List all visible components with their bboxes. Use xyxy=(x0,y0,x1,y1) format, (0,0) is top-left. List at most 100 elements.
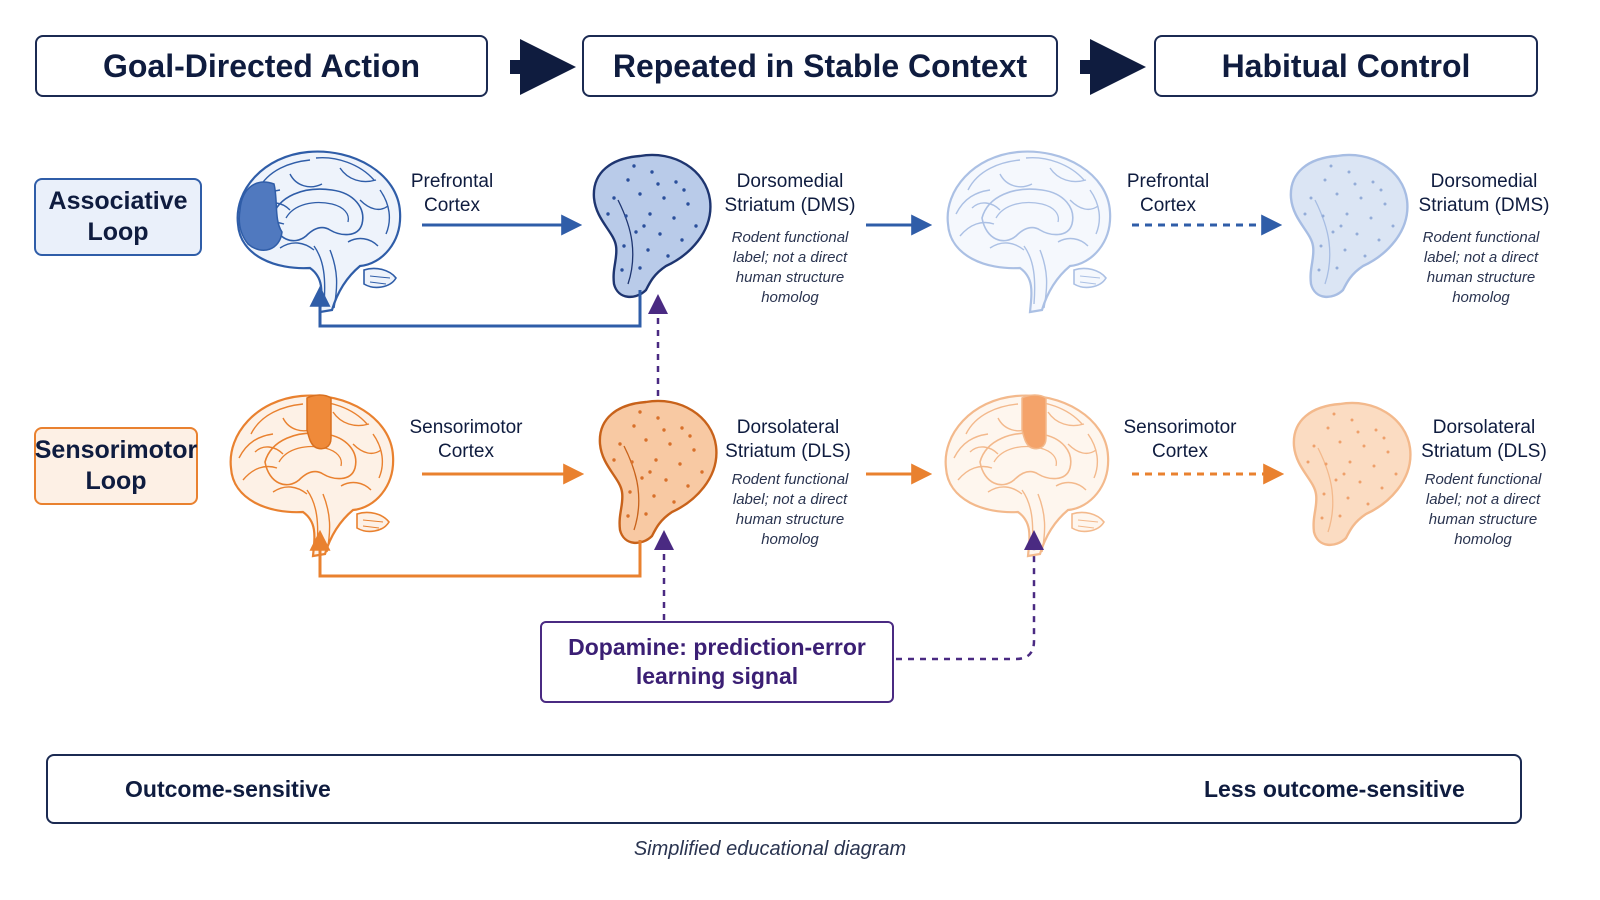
texture-dot xyxy=(686,484,690,488)
dopamine-line: learning signal xyxy=(635,663,799,689)
label-line: Sensorimotor xyxy=(1123,417,1237,438)
texture-dot xyxy=(652,494,656,498)
note-line: human structure xyxy=(1426,269,1536,286)
texture-dot xyxy=(1342,472,1346,476)
label-line: Cortex xyxy=(1140,195,1196,216)
label-prefrontal-cortex-habit: Prefrontal Cortex xyxy=(1108,170,1228,218)
texture-dot xyxy=(674,180,678,184)
label-sensorimotor-cortex: Sensorimotor Cortex xyxy=(398,416,534,464)
texture-dot xyxy=(1346,496,1350,500)
texture-dot xyxy=(632,164,636,168)
texture-dot xyxy=(1343,248,1347,252)
texture-dot xyxy=(654,458,658,462)
striatum-dls-active-icon xyxy=(598,399,718,545)
texture-dot xyxy=(688,434,692,438)
loop-label-line: Loop xyxy=(87,218,149,246)
dopamine-line: Dopamine: prediction-error xyxy=(568,634,866,660)
texture-dot xyxy=(640,476,644,480)
texture-dot xyxy=(1382,436,1386,440)
label-line: Striatum (DMS) xyxy=(724,195,856,216)
texture-dot xyxy=(1369,216,1373,220)
label-line: Prefrontal xyxy=(410,171,494,192)
texture-dot xyxy=(1338,440,1342,444)
texture-dot xyxy=(632,424,636,428)
texture-dot xyxy=(1332,412,1336,416)
texture-dot xyxy=(1321,214,1325,218)
label-dms-habit: Dorsomedial Striatum (DMS) xyxy=(1410,170,1558,218)
arrow-dls-loop-back-to-sensorimotor xyxy=(309,529,642,578)
texture-dot xyxy=(1362,444,1366,448)
label-prefrontal-cortex: Prefrontal Cortex xyxy=(392,170,512,218)
texture-dot xyxy=(1334,478,1338,482)
stage-label: Repeated in Stable Context xyxy=(612,47,1028,84)
texture-dot xyxy=(1329,164,1333,168)
arrow-dopamine-to-habit-sensorimotor xyxy=(896,530,1044,661)
texture-dot xyxy=(638,410,642,414)
texture-dot xyxy=(700,470,704,474)
texture-dot xyxy=(644,512,648,516)
texture-dot xyxy=(678,462,682,466)
outcome-sensitivity-bar xyxy=(46,754,1522,824)
texture-dot xyxy=(1326,426,1330,430)
brain-sensorimotor-active-icon xyxy=(229,394,395,558)
loop-label-line: Associative xyxy=(48,187,188,215)
stage-label: Habitual Control xyxy=(1221,47,1471,84)
texture-dot xyxy=(630,460,634,464)
note-line: label; not a direct xyxy=(732,249,848,266)
note-line: human structure xyxy=(735,269,845,286)
texture-dot xyxy=(1350,418,1354,422)
texture-dot xyxy=(626,178,630,182)
label-line: Cortex xyxy=(424,195,480,216)
sensorimotor-loop-label: Sensorimotor Loop xyxy=(34,427,198,505)
texture-dot xyxy=(672,216,676,220)
loop-label-line: Loop xyxy=(85,467,147,495)
texture-dot xyxy=(1386,450,1390,454)
texture-dot xyxy=(648,470,652,474)
texture-dot xyxy=(1338,514,1342,518)
texture-dot xyxy=(650,170,654,174)
texture-dot xyxy=(1355,232,1359,236)
stage-repeated-stable-context: Repeated in Stable Context xyxy=(582,35,1058,97)
texture-dot xyxy=(656,416,660,420)
label-line: Striatum (DLS) xyxy=(1421,441,1547,462)
dls-faded-dots xyxy=(1306,412,1398,520)
texture-dot xyxy=(1356,430,1360,434)
texture-dot xyxy=(694,224,698,228)
texture-dot xyxy=(634,230,638,234)
striatum-dms-active-icon xyxy=(592,153,712,299)
texture-dot xyxy=(664,478,668,482)
label-line: Prefrontal xyxy=(1126,171,1210,192)
texture-dot xyxy=(656,182,660,186)
less-outcome-sensitive-label: Less outcome-sensitive xyxy=(1204,776,1465,802)
texture-dot xyxy=(662,428,666,432)
texture-dot xyxy=(628,490,632,494)
texture-dot xyxy=(1348,460,1352,464)
texture-dot xyxy=(1345,212,1349,216)
note-line: label; not a direct xyxy=(732,491,848,508)
texture-dot xyxy=(1331,230,1335,234)
texture-dot xyxy=(1372,464,1376,468)
striatum-dms-faded-icon xyxy=(1289,153,1409,299)
note-line: Rodent functional xyxy=(731,471,849,488)
texture-dot xyxy=(646,248,650,252)
texture-dot xyxy=(1319,244,1323,248)
texture-dot xyxy=(1347,170,1351,174)
texture-dot xyxy=(626,514,630,518)
texture-dot xyxy=(1394,472,1398,476)
texture-dot xyxy=(1335,192,1339,196)
texture-dot xyxy=(672,500,676,504)
stage-label: Goal-Directed Action xyxy=(102,47,421,84)
texture-dot xyxy=(662,196,666,200)
stage-goal-directed-action: Goal-Directed Action xyxy=(35,35,488,97)
texture-dot xyxy=(1309,196,1313,200)
note-line: homolog xyxy=(761,531,819,548)
note-line: Rodent functional xyxy=(1424,471,1542,488)
label-dls-habit: Dorsolateral Striatum (DLS) xyxy=(1410,416,1558,464)
texture-dot xyxy=(668,442,672,446)
texture-dot xyxy=(1312,444,1316,448)
note-dls: Rodent functional label; not a direct hu… xyxy=(716,470,864,550)
note-line: Rodent functional xyxy=(1422,229,1540,246)
arrow-dms-loop-back-to-prefrontal xyxy=(309,285,642,328)
texture-dot xyxy=(1353,182,1357,186)
note-line: human structure xyxy=(735,511,845,528)
